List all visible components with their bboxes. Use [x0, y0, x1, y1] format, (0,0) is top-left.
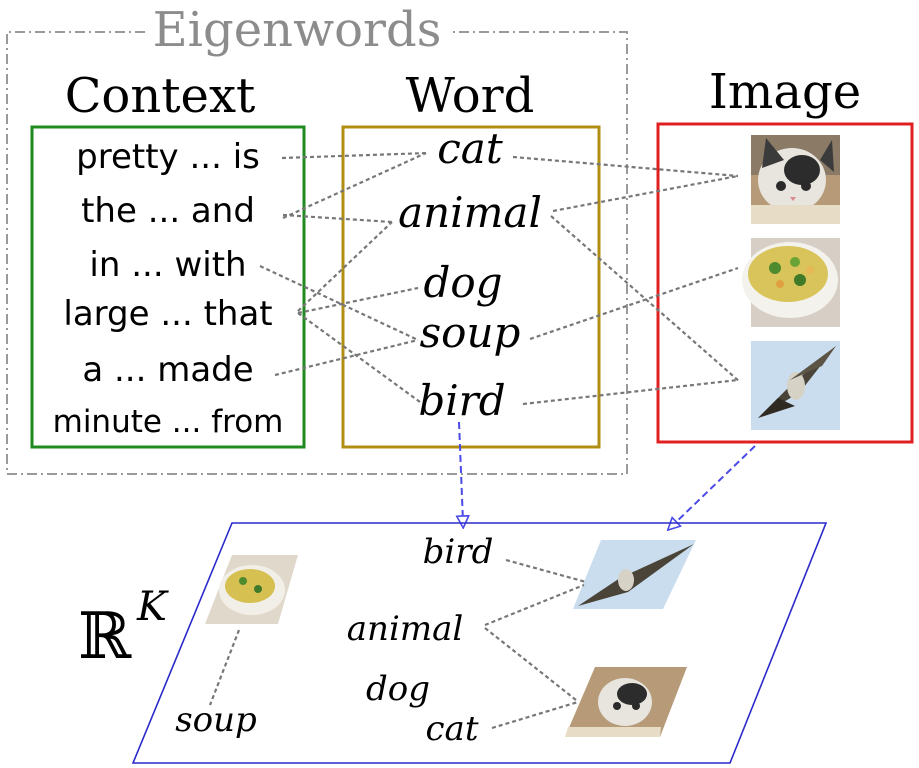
word-cat: cat	[437, 124, 503, 173]
cat-photo	[751, 135, 840, 224]
eigenwords-box	[6, 31, 628, 475]
space-label: ℝ	[78, 600, 132, 674]
context-item: in ... with	[89, 245, 246, 285]
embedding-space-plane	[131, 522, 828, 764]
space-cat-photo	[565, 667, 687, 737]
space-word-dog: dog	[366, 669, 430, 709]
space-word-bird: bird	[423, 532, 494, 572]
space-word-cat: cat	[426, 709, 479, 749]
image-box	[656, 122, 914, 444]
space-bird-photo	[573, 540, 696, 609]
context-item: pretty ... is	[76, 137, 260, 177]
context-header: Context	[65, 68, 256, 124]
space-soup-photo	[205, 555, 298, 624]
eigenwords-title: Eigenwords	[153, 2, 442, 58]
word-dog: dog	[423, 258, 502, 307]
context-item: minute ... from	[53, 404, 284, 440]
word-box	[341, 125, 601, 449]
soup-photo	[742, 238, 840, 327]
context-item: the ... and	[81, 191, 255, 231]
context-item: large ... that	[63, 294, 272, 334]
image-header: Image	[709, 64, 861, 120]
space-superscript: K	[136, 584, 169, 630]
word-soup: soup	[420, 308, 521, 357]
space-word-soup: soup	[175, 700, 257, 740]
context-box	[30, 125, 306, 449]
bird-photo	[751, 341, 840, 430]
word-header: Word	[406, 68, 535, 124]
word-bird: bird	[418, 376, 505, 425]
context-item: a ... made	[82, 350, 253, 390]
word-animal: animal	[398, 188, 542, 237]
space-word-animal: animal	[347, 609, 463, 649]
